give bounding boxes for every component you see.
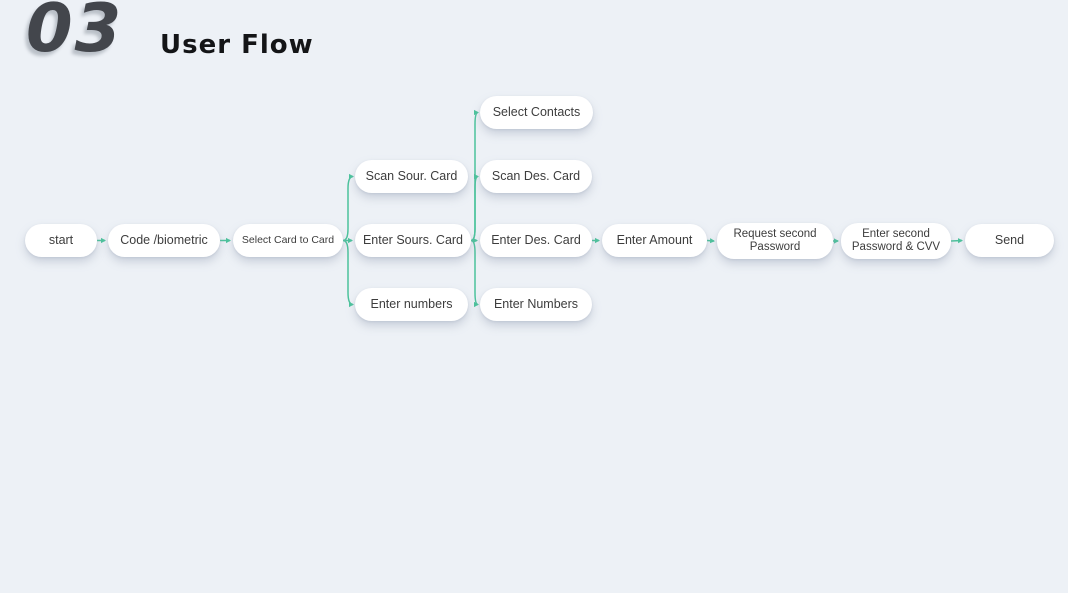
page-title: User Flow [160,30,314,60]
flow-node-code-biometric: Code /biometric [108,224,220,257]
flow-node-enter-numbers-1: Enter numbers [355,288,468,321]
flow-node-send: Send [965,224,1054,257]
flow-node-enter-amount: Enter Amount [602,224,707,257]
flow-edge-enter-sours-card-to-scan-des-card [470,173,479,242]
flow-node-enter-sours-card: Enter Sours. Card [355,224,471,257]
flow-node-start: start [25,224,97,257]
section-number: 03 [26,0,124,67]
flow-edge-select-card-to-card-to-enter-numbers-1 [342,239,354,308]
flow-node-scan-sour-card: Scan Sour. Card [355,160,468,193]
flow-node-enter-numbers-2: Enter Numbers [480,288,592,321]
flow-node-select-contacts: Select Contacts [480,96,593,129]
flow-node-enter-des-card: Enter Des. Card [480,224,592,257]
flow-edge-select-card-to-card-to-scan-sour-card [342,173,354,242]
flow-node-scan-des-card: Scan Des. Card [480,160,592,193]
flow-node-request-second-password: Request second Password [717,223,833,259]
flow-edge-enter-amount-to-request-second-password [706,238,715,244]
flow-node-select-card-to-card: Select Card to Card [233,224,343,257]
flow-edge-enter-sours-card-to-enter-numbers-2 [470,239,479,308]
flow-node-enter-second-password-cvv: Enter second Password & CVV [841,223,951,259]
flow-edge-enter-second-password-cvv-to-send [950,238,963,244]
